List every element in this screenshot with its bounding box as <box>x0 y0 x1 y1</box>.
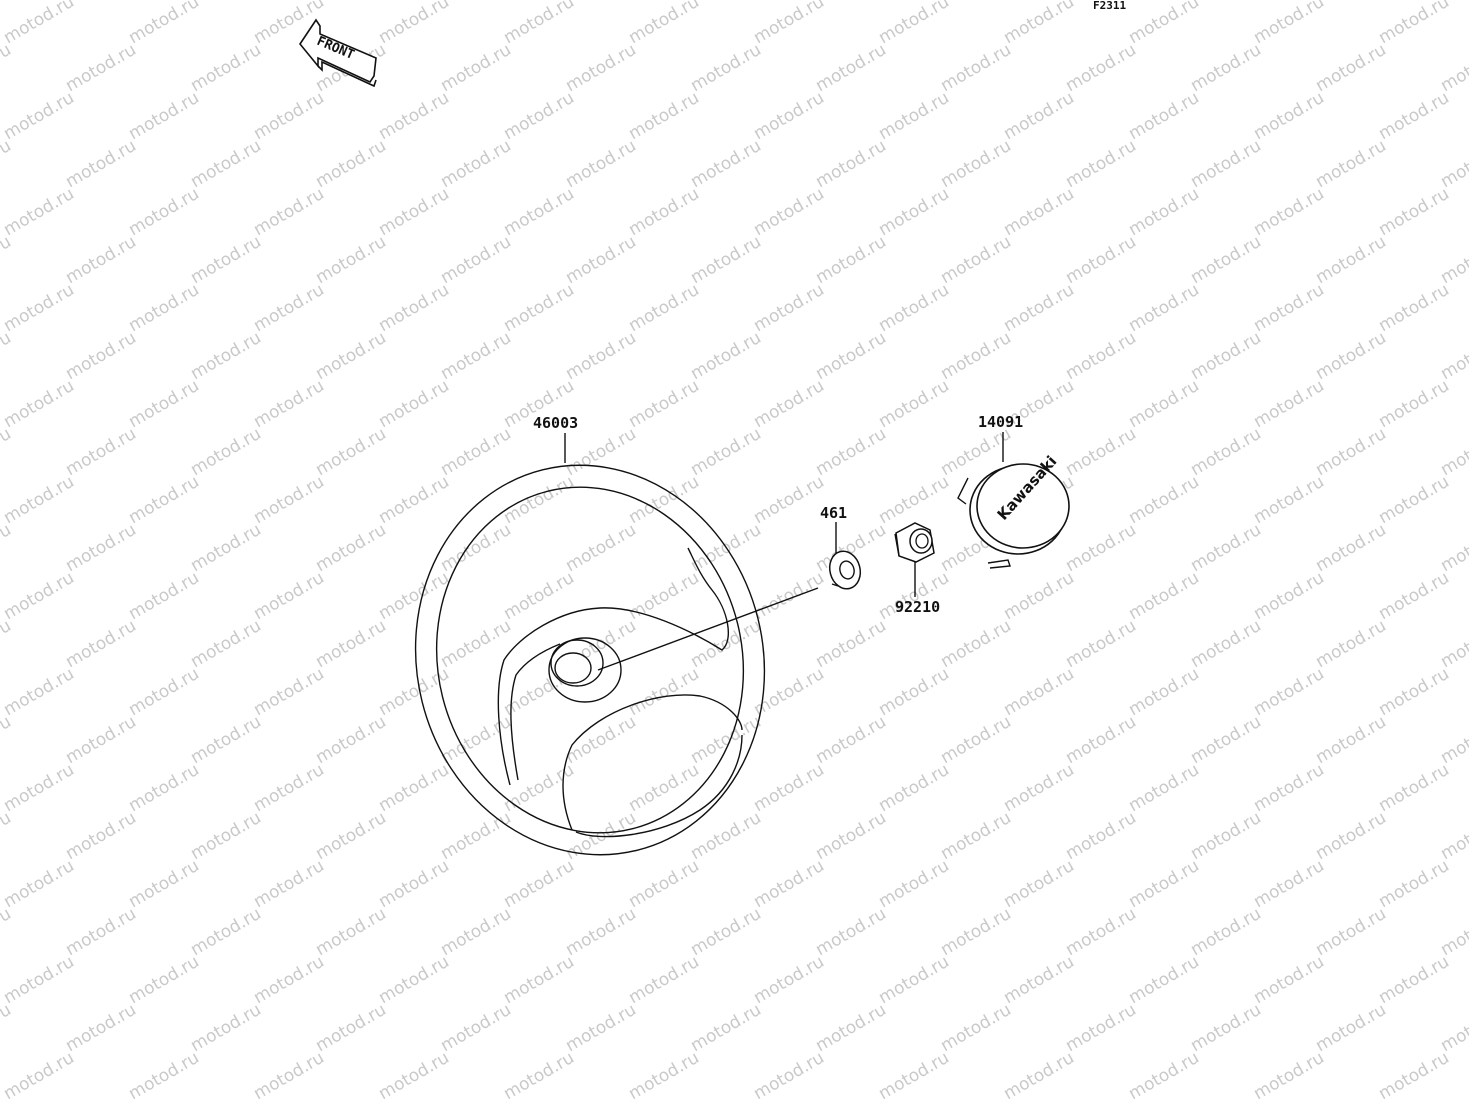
part-number-92210: 92210 <box>895 598 940 616</box>
drawing-code: F2311 <box>1093 0 1126 12</box>
part-number-46003: 46003 <box>533 414 578 432</box>
part-number-14091: 14091 <box>978 413 1023 431</box>
part-number-461: 461 <box>820 504 847 522</box>
washer <box>828 550 862 590</box>
steering-wheel <box>414 464 766 856</box>
front-direction-arrow: FRONT <box>299 18 377 88</box>
leader-461-shaft <box>597 587 819 671</box>
center-cap: Kawasaki <box>957 452 1070 569</box>
nut <box>894 522 935 563</box>
